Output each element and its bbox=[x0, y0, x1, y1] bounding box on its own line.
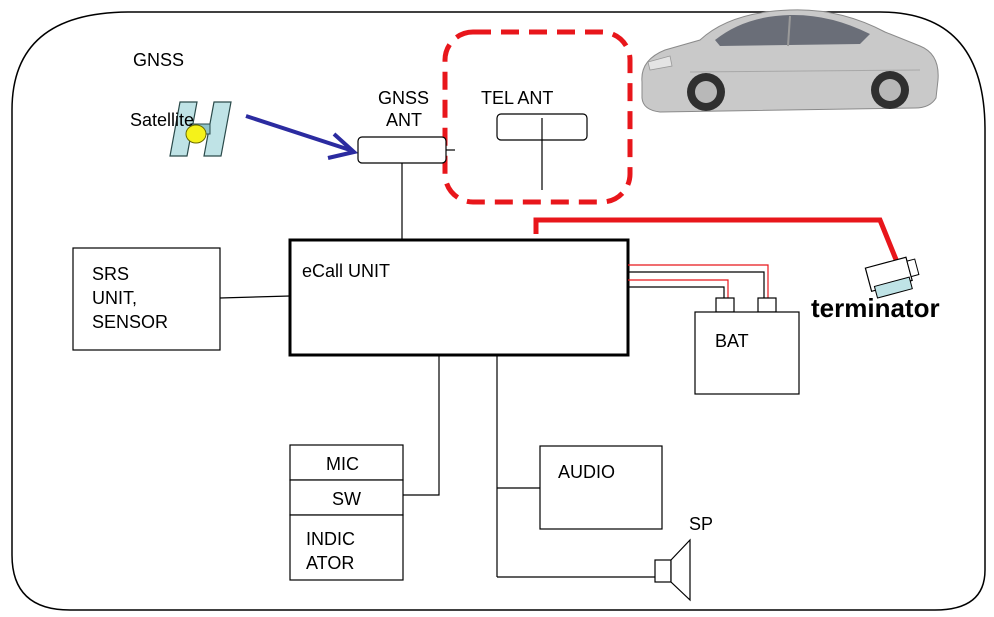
sw-label: SW bbox=[332, 489, 361, 509]
speaker-icon bbox=[654, 538, 691, 602]
speaker-label: SP bbox=[689, 514, 714, 534]
indicator-label-line2: ATOR bbox=[306, 553, 355, 573]
battery-wires bbox=[628, 264, 769, 298]
car-image bbox=[641, 9, 939, 113]
srs-label-line2: UNIT, bbox=[92, 288, 137, 308]
satellite-label: Satellite bbox=[130, 110, 195, 130]
srs-label-line3: SENSOR bbox=[92, 312, 169, 332]
sw-box bbox=[289, 479, 404, 516]
gnss-signal-arrow bbox=[245, 114, 359, 160]
indicator-box bbox=[289, 514, 404, 581]
battery-terminal-left bbox=[715, 297, 735, 313]
battery-label: BAT bbox=[715, 331, 749, 351]
satellite-icon bbox=[169, 101, 232, 157]
mic-box bbox=[289, 444, 404, 481]
tel-ant-highlight-region bbox=[442, 29, 633, 205]
audio-label: AUDIO bbox=[558, 462, 616, 482]
ecall-unit-box bbox=[288, 238, 630, 357]
srs-to-ecall-line bbox=[219, 295, 291, 299]
indicator-label: INDIC ATOR bbox=[306, 527, 355, 575]
indicator-label-line1: INDIC bbox=[306, 529, 355, 549]
terminator-connector-icon bbox=[864, 256, 920, 299]
vehicle-boundary-frame bbox=[11, 11, 986, 611]
mic-label: MIC bbox=[326, 454, 359, 474]
audio-box bbox=[539, 445, 663, 530]
ecall-to-sw-line bbox=[403, 355, 440, 496]
srs-label-line1: SRS bbox=[92, 264, 130, 284]
tel-ant-label: TEL ANT bbox=[481, 88, 554, 108]
battery-box bbox=[694, 311, 800, 395]
battery-terminal-right bbox=[757, 297, 777, 313]
gnss-ant-box bbox=[357, 136, 447, 164]
gnss-label: GNSS bbox=[133, 50, 185, 70]
gnss-ant-label-line2: ANT bbox=[386, 110, 422, 130]
terminator-cable bbox=[533, 217, 900, 263]
srs-unit-box bbox=[72, 247, 221, 351]
terminator-label: terminator bbox=[811, 293, 940, 323]
gnss-ant-label-line1: GNSS bbox=[378, 88, 430, 108]
ecall-unit-label: eCall UNIT bbox=[302, 261, 391, 281]
srs-unit-label: SRS UNIT, SENSOR bbox=[92, 262, 168, 334]
